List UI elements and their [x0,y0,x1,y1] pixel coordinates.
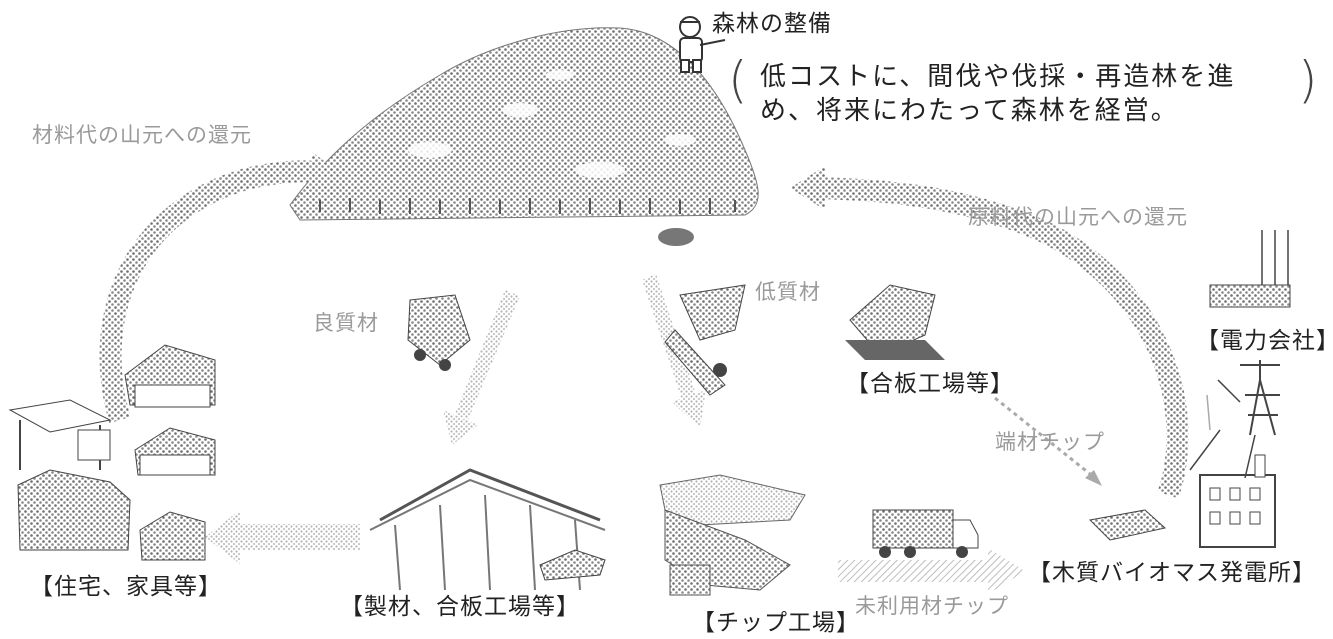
chip-factory-node-label: 【チップ工場】 [692,610,860,636]
offcut-chip-label: 端材チップ [995,430,1105,454]
offcut-chip-arrow [994,396,1102,486]
harvester-icon [664,284,746,396]
material-return-label: 材料代の山元への還元 [32,123,252,147]
good-wood-arrow [443,290,520,445]
sawmill-building-icon [369,468,606,591]
forest-management-title: 森林の整備 [712,11,832,37]
forester-figure-icon [679,16,726,73]
power-company-node-label: 【電力会社】 [1196,328,1333,354]
low-wood-label: 低質材 [755,280,821,304]
housing-node-label: 【住宅、家具等】 [30,574,222,600]
transmission-tower-icon [1240,360,1280,436]
housing-illustration [8,344,216,561]
sawmill-to-housing-arrow [205,510,360,564]
return-arrow-left [99,152,350,424]
unused-chip-label: 未利用材チップ [855,594,1009,618]
forest-note-line2: め、将来にわたって森林を経営。 [760,96,1179,126]
raw-material-return-label: 原料代の山元への還元 [968,205,1188,229]
note-bracket-right: ) [1298,51,1318,109]
plywood-node-label: 【合板工場等】 [846,371,1014,397]
good-wood-label: 良質材 [313,311,379,335]
connection-lines [1189,379,1256,479]
chip-to-plant-arrow [838,548,1025,594]
plywood-factory-icon [845,284,945,360]
biomass-plant-node-label: 【木質バイオマス発電所】 [1028,560,1316,586]
power-company-icon [1209,230,1291,308]
forest-note-line1: 低コストに、間伐や伐採・再造林を進 [760,62,1236,92]
log-truck-icon [407,294,471,371]
chip-truck-icon [872,509,979,558]
sawmill-node-label: 【製材、合板工場等】 [340,594,580,620]
biomass-plant-icon [1088,454,1276,548]
chip-factory-icon [659,474,806,596]
forest-mountain [289,27,759,246]
note-bracket-left: ( [728,51,748,109]
return-arrow-right [790,166,1189,499]
